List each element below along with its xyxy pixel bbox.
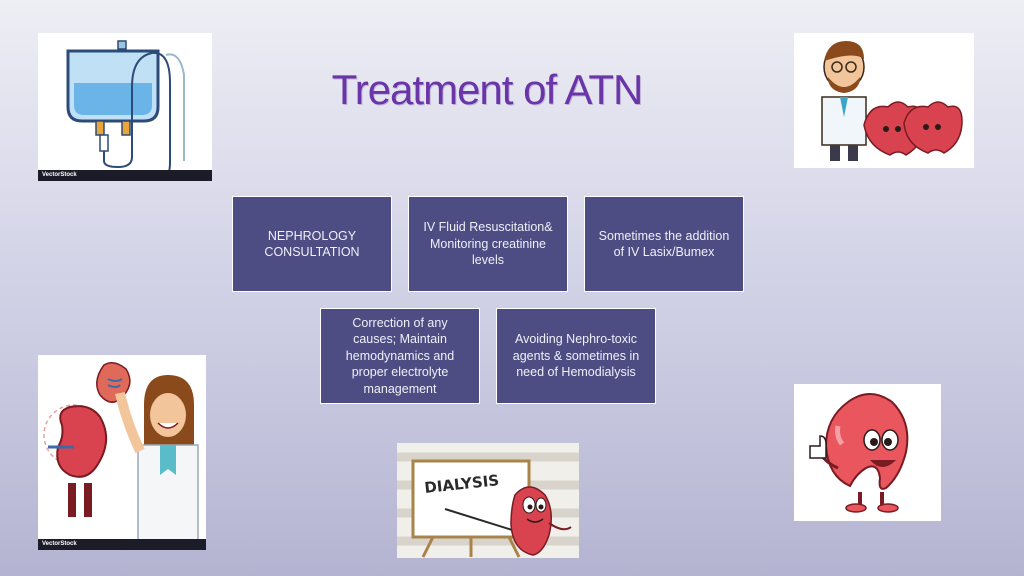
doctor-girl-kidney-image: VectorStock — [38, 355, 206, 550]
kidney-mascot-icon — [809, 393, 909, 513]
dialysis-board-icon: DIALYSIS — [397, 452, 579, 558]
doctor-kidneys-icon — [821, 41, 963, 161]
box-text: Sometimes the addition of IV Lasix/Bumex — [598, 228, 730, 260]
treatment-box-nephrology-consultation: NEPHROLOGY CONSULTATION — [232, 196, 392, 292]
iv-bag-icon — [66, 40, 185, 180]
doctor-with-kidneys-image — [794, 33, 974, 168]
vectorstock-watermark: VectorStock — [38, 170, 212, 181]
vectorstock-watermark: VectorStock — [38, 539, 206, 550]
box-text: Correction of any causes; Maintain hemod… — [345, 315, 455, 396]
girl-kidney-icon — [43, 362, 199, 550]
box-text: NEPHROLOGY CONSULTATION — [264, 228, 360, 260]
treatment-box-correction: Correction of any causes; Maintain hemod… — [320, 308, 480, 404]
treatment-box-iv-fluid: IV Fluid Resuscitation& Monitoring creat… — [408, 196, 568, 292]
iv-bag-image: VectorStock — [38, 33, 212, 181]
treatment-box-avoid-nephrotoxic: Avoiding Nephro-toxic agents & sometimes… — [496, 308, 656, 404]
kidney-thumbs-up-image — [794, 384, 941, 521]
dialysis-board-image: DIALYSIS — [397, 443, 579, 558]
treatment-box-lasix: Sometimes the addition of IV Lasix/Bumex — [584, 196, 744, 292]
slide-title: Treatment of ATN — [331, 66, 644, 113]
box-text: Avoiding Nephro-toxic agents & sometimes… — [512, 332, 640, 380]
box-text: IV Fluid Resuscitation& Monitoring creat… — [423, 220, 553, 268]
